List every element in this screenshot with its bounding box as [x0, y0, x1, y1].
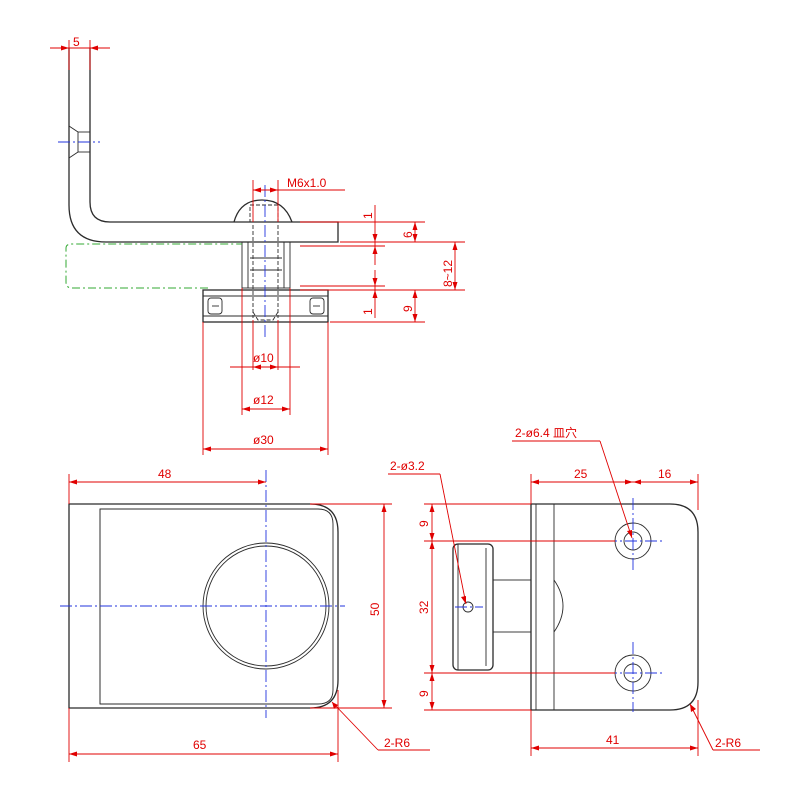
dim-side-top: 25 16	[530, 467, 699, 510]
mounting-surface-phantom	[65, 243, 242, 289]
side-view: 2-ø3.2 2-ø6.4 皿穴 25 16	[388, 425, 760, 756]
dim-text-front-65: 65	[193, 738, 207, 752]
screw-head	[233, 199, 293, 223]
dim-text-side-9-bottom: 9	[417, 690, 431, 697]
dim-text-thickness: 5	[73, 35, 80, 49]
dim-text-side-small-hole: 2-ø3.2	[390, 459, 425, 473]
dim-text-side-32: 32	[417, 600, 431, 614]
dim-text-side-cb-hole: 2-ø6.4 皿穴	[515, 425, 577, 440]
clamp-knob	[202, 289, 329, 323]
dim-text-side-r6: 2-R6	[715, 736, 741, 750]
dim-front-r6: 2-R6	[331, 701, 430, 751]
dim-text-gap-top: 1	[361, 212, 375, 219]
dim-front-50: 50	[310, 503, 392, 709]
side-stud	[492, 579, 532, 633]
dim-side-left: 9 32 9	[417, 503, 615, 711]
dim-front-65: 65	[68, 690, 339, 762]
dim-vertical-stack: 1 6 8~12 1 9	[300, 205, 465, 323]
dim-text-plate: 6	[401, 231, 415, 238]
side-plate-outline	[530, 503, 699, 711]
dim-text-side-25: 25	[574, 467, 588, 481]
dim-text-d30: ø30	[253, 433, 274, 447]
dim-front-48: 48	[68, 467, 266, 504]
top-view: 5 M6x1.0 1 6	[50, 35, 465, 455]
dim-text-d10: ø10	[253, 351, 274, 365]
dim-thickness: 5	[50, 35, 110, 70]
dim-text-side-16: 16	[658, 467, 672, 481]
dim-text-range: 8~12	[441, 260, 455, 287]
dim-side-small-hole: 2-ø3.2	[388, 459, 467, 605]
dim-text-thread: M6x1.0	[287, 176, 327, 190]
dim-text-side-9-top: 9	[417, 520, 431, 527]
dim-side-cb-hole: 2-ø6.4 皿穴	[512, 425, 633, 539]
dim-text-gap-bottom: 1	[361, 308, 375, 315]
dim-diameters: ø10 ø12 ø30	[202, 288, 329, 455]
dim-text-d12: ø12	[253, 393, 274, 407]
dim-text-side-41: 41	[606, 733, 620, 747]
bracket-profile	[68, 48, 339, 243]
front-view: 48 50 65 2-R6	[60, 467, 430, 762]
dim-thread: M6x1.0	[252, 176, 345, 222]
side-knob	[452, 543, 494, 671]
dim-text-front-r6: 2-R6	[384, 736, 410, 750]
threaded-stud	[241, 241, 291, 289]
dim-side-r6: 2-R6	[689, 703, 760, 751]
dim-text-knob: 9	[401, 305, 415, 312]
dim-text-front-48: 48	[158, 467, 172, 481]
dim-side-41: 41	[530, 700, 699, 756]
dim-text-front-50: 50	[368, 602, 382, 616]
